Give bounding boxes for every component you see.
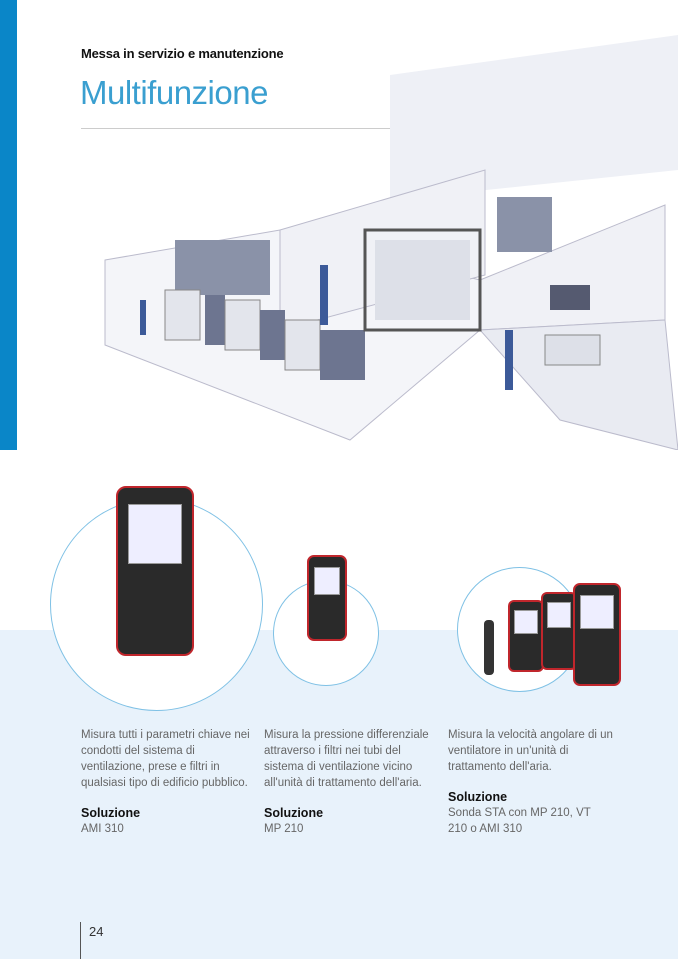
description: Misura la pressione differenziale attrav… [264, 729, 429, 789]
solution-label: Soluzione [81, 806, 141, 820]
solution-label: Soluzione [264, 806, 324, 820]
accent-sidebar [0, 0, 17, 450]
mp-210-device [307, 555, 347, 641]
divider [81, 128, 591, 129]
column-sta-probe: Misura la velocità angolare di un ventil… [448, 727, 628, 837]
sta-probe [484, 620, 494, 675]
column-mp-210: Misura la pressione differenziale attrav… [264, 727, 439, 837]
description: Misura la velocità angolare di un ventil… [448, 729, 613, 773]
page-number: 24 [80, 922, 103, 959]
ami-310-device [116, 486, 194, 656]
solution: MP 210 [264, 823, 304, 835]
solution: AMI 310 [81, 823, 124, 835]
solution: Sonda STA con MP 210, VT 210 o AMI 310 [448, 807, 591, 835]
vt-210-device [541, 592, 577, 670]
page-title: Multifunzione [80, 74, 268, 111]
description: Misura tutti i parametri chiave nei cond… [81, 729, 250, 789]
mp-210-device-small [508, 600, 544, 672]
column-ami-310: Misura tutti i parametri chiave nei cond… [81, 727, 256, 837]
ami-310-device-small [573, 583, 621, 686]
solution-label: Soluzione [448, 790, 508, 804]
ventilation-illustration [104, 35, 678, 450]
section-kicker: Messa in servizio e manutenzione [81, 46, 284, 61]
